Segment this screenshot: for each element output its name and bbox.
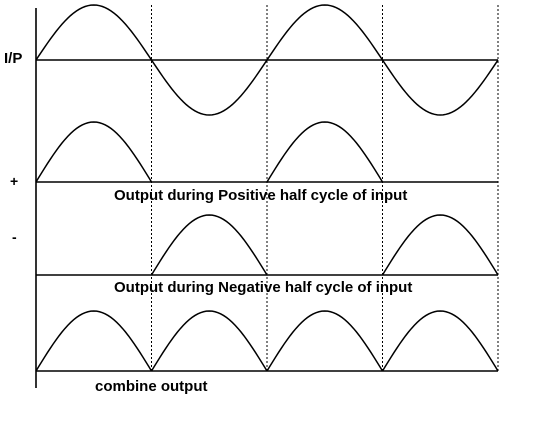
positive-half-output-half-cycle [266, 121, 384, 183]
half-cycle-dividers [151, 5, 499, 371]
negative-half-output-half-cycle [150, 214, 268, 276]
waveform-traces [35, 4, 499, 372]
combined-output-half-cycle [381, 310, 499, 372]
combined-output-half-cycle [266, 310, 384, 372]
positive-sign-label: + [10, 173, 19, 189]
positive-half-caption: Output during Positive half cycle of inp… [114, 187, 408, 204]
input-label: I/P [4, 50, 23, 67]
combined-output-half-cycle [35, 310, 153, 372]
input-half-cycle [35, 4, 153, 61]
negative-half-caption: Output during Negative half cycle of inp… [114, 279, 413, 296]
input-half-cycle [381, 59, 499, 116]
negative-sign-label: - [12, 229, 17, 245]
combined-output-half-cycle [150, 310, 268, 372]
negative-half-output-half-cycle [381, 214, 499, 276]
input-half-cycle [150, 59, 268, 116]
combined-output-caption: combine output [95, 378, 208, 395]
positive-half-output-half-cycle [35, 121, 153, 183]
input-half-cycle [266, 4, 384, 61]
